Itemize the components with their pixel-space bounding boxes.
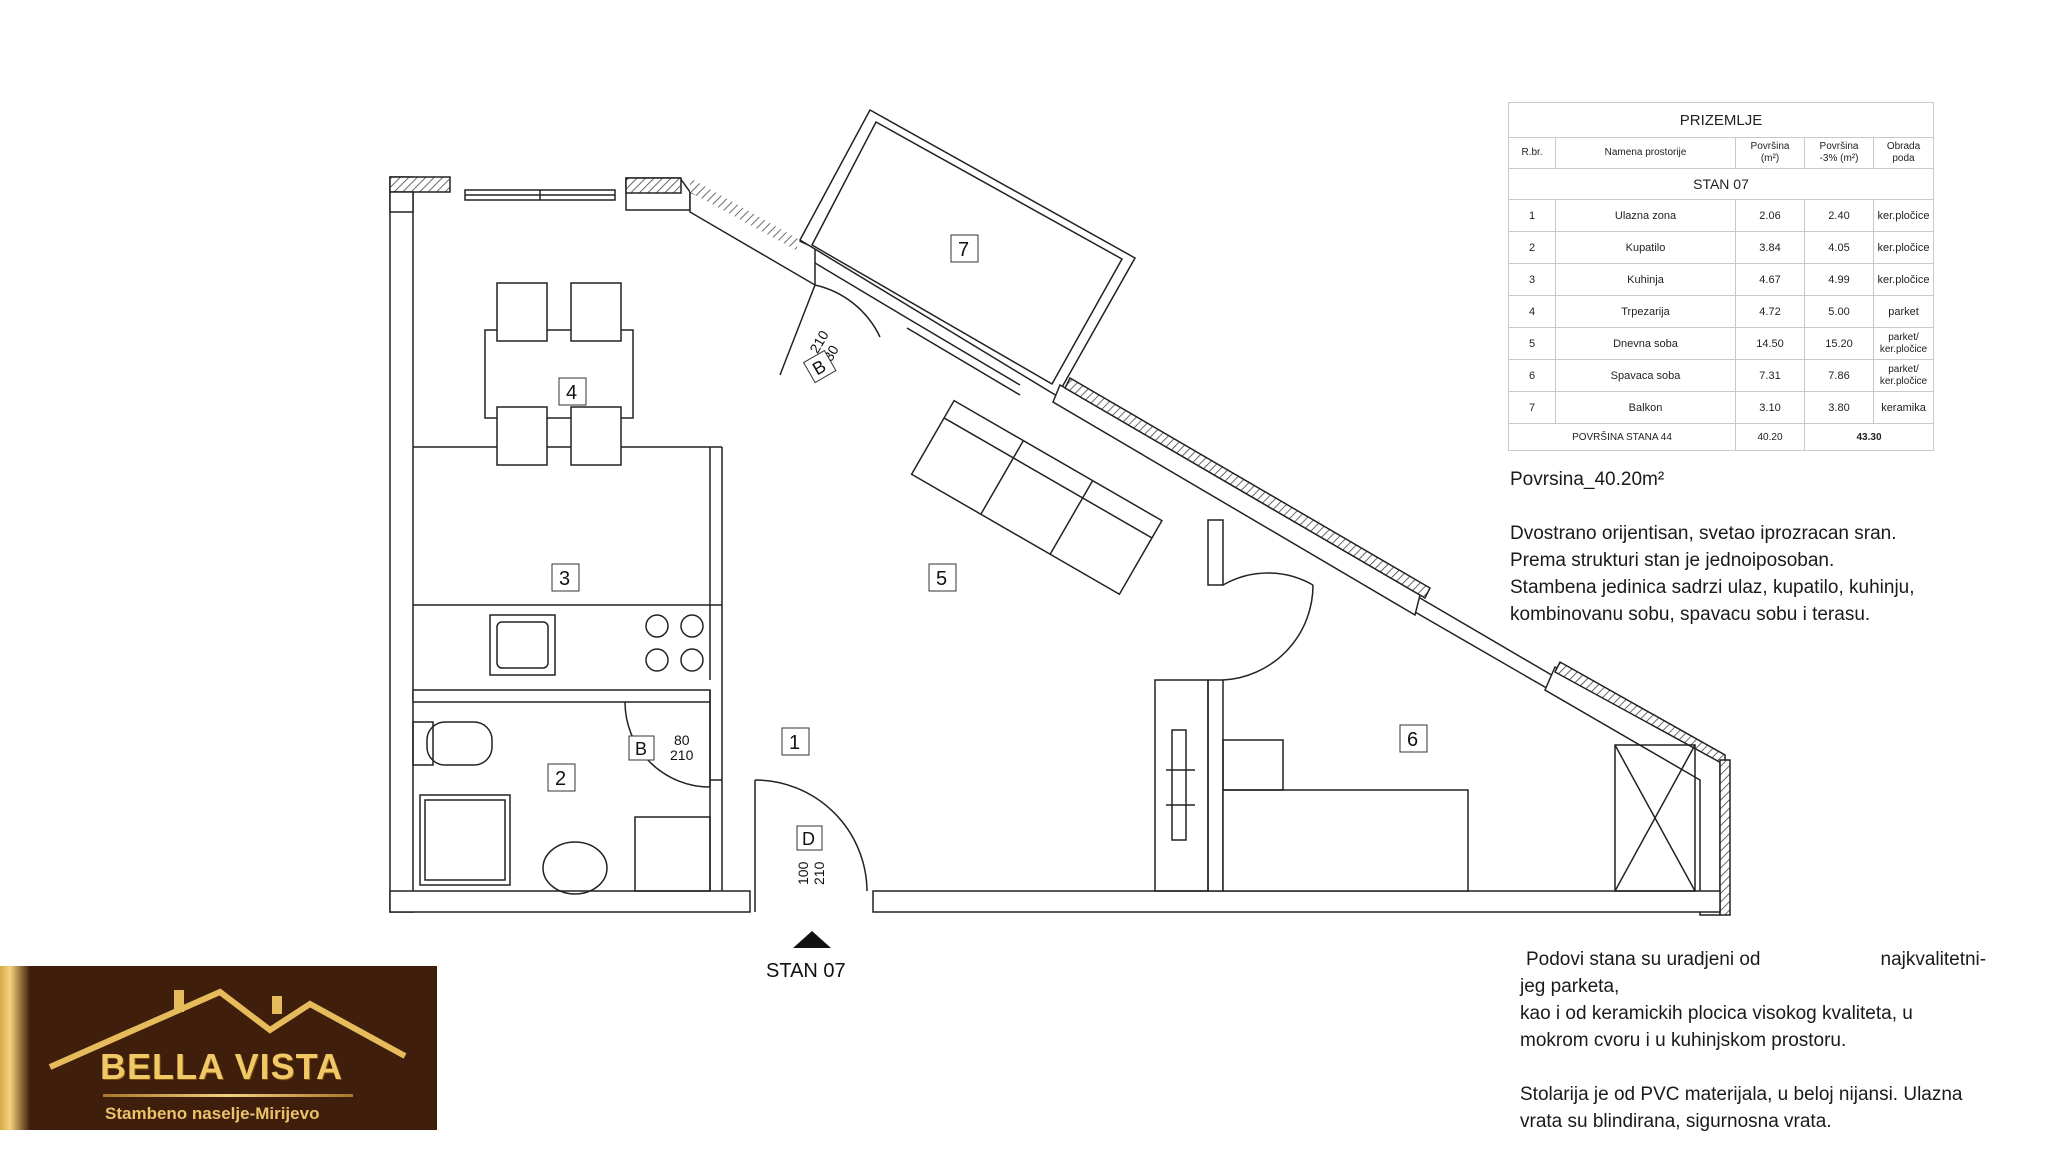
logo-subtitle: Stambeno naselje-Mirijevo [105,1104,320,1123]
entrance-arrow [793,931,831,948]
room-label-2: 2 [555,768,566,790]
insulation-left [389,176,451,193]
roof-icon [48,988,407,1070]
table-unit: STAN 07 [1508,168,1934,200]
wall-bottom-left [389,890,751,913]
room-label-5: 5 [936,568,947,590]
header-area: Površina(m²) [1735,137,1805,169]
logo-divider [103,1094,353,1097]
room-label-1: 1 [789,732,800,754]
room-label-7: 7 [958,239,969,261]
entrance-door-dim-2: 210 [811,861,827,885]
wall-bottom-right [872,890,1721,913]
header-name: Namena prostorije [1555,137,1736,169]
entrance-label: STAN 07 [766,960,846,982]
bath-door-label: B [635,739,647,759]
entrance-door-dim-1: 100 [795,861,811,885]
entrance-door-label: D [802,829,815,849]
logo-title: BELLA VISTA [100,1046,343,1087]
header-num: R.br. [1508,137,1556,169]
apartment-area: Povrsina_40.20m² [1510,469,1665,490]
room-area-table: PRIZEMLJE R.br. Namena prostorije Površi… [1508,102,1934,451]
apartment-description: Dvostrano orijentisan, svetao iprozracan… [1510,523,1915,625]
bath-door-dim-2: 210 [670,747,694,763]
bath-door-dim-1: 80 [674,732,690,748]
bella-vista-logo: BELLA VISTA Stambeno naselje-Mirijevo [0,966,437,1130]
header-area-3: Površina-3% (m²) [1804,137,1874,169]
wall-left [389,176,414,913]
table-sum-row: POVRŠINA STANA 44 40.20 43.30 [1508,423,1934,451]
room-label-6: 6 [1407,729,1418,751]
room-label-3: 3 [559,568,570,590]
room-label-4: 4 [566,382,577,404]
table-title: PRIZEMLJE [1508,102,1934,138]
room-label-group: 7 4 3 5 1 2 6 [547,234,1428,792]
